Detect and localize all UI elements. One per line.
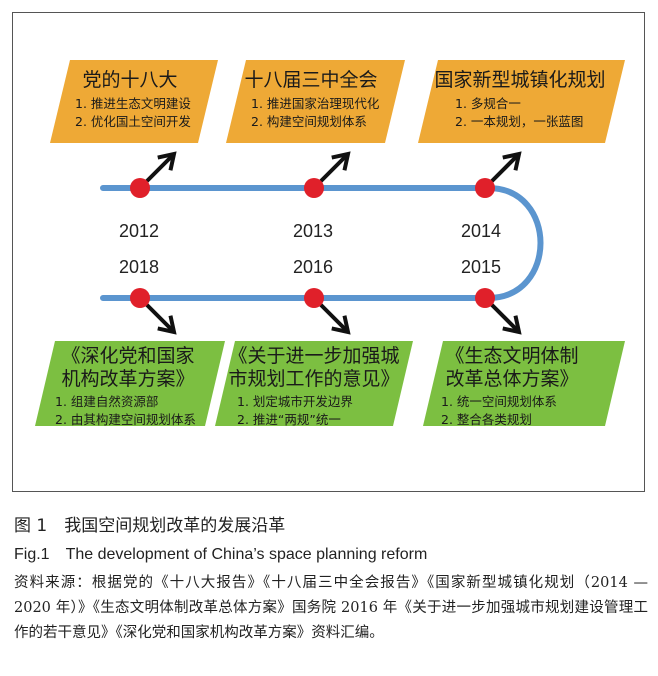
year-2015: 2015 xyxy=(461,257,502,277)
source-note: 资料来源：根据党的《十八大报告》《十八届三中全会报告》《国家新型城镇化规划（20… xyxy=(14,575,648,641)
arrow-down-1-shaft xyxy=(140,298,176,334)
figure-caption-en: Fig.1 The development of China’s space p… xyxy=(14,546,428,563)
year-2013: 2013 xyxy=(293,221,334,241)
year-2016: 2016 xyxy=(293,257,334,277)
top-box-3: 国家新型城镇化规划 1. 多规合一 2. 一本规划，一张蓝图 xyxy=(425,69,615,131)
arrow-up-1-shaft xyxy=(140,152,176,188)
bottom-box-2-item-2: 2. 推进“两规”统一 xyxy=(237,412,341,427)
bottom-box-1-title-line-1: 《深化党和国家 xyxy=(61,345,195,367)
bottom-box-3-title-line-1: 《生态文明体制 xyxy=(445,345,579,367)
top-box-2-item-2: 2. 构建空间规划体系 xyxy=(251,114,367,129)
bottom-box-1-item-2: 2. 由其构建空间规划体系 xyxy=(55,412,196,427)
bottom-box-2-item-1: 1. 划定城市开发边界 xyxy=(237,394,353,409)
top-box-2-item-1: 1. 推进国家治理现代化 xyxy=(251,96,380,111)
timeline-node-top-2 xyxy=(304,178,324,198)
top-box-3-item-2: 2. 一本规划，一张蓝图 xyxy=(455,114,584,129)
bottom-box-2: 《关于进一步加强城 市规划工作的意见》 1. 划定城市开发边界 2. 推进“两规… xyxy=(225,345,403,429)
arrow-down-2-head xyxy=(331,315,351,335)
arrow-up-2-head xyxy=(331,151,351,171)
bottom-box-3-item-2: 2. 整合各类规划 xyxy=(441,412,532,427)
top-box-1-item-2: 2. 优化国土空间开发 xyxy=(75,114,191,129)
timeline-diagram xyxy=(35,60,625,426)
year-2012: 2012 xyxy=(119,221,160,241)
timeline-node-bottom-1 xyxy=(130,288,150,308)
top-box-1-item-1: 1. 推进生态文明建设 xyxy=(75,96,191,111)
top-box-3-item-1: 1. 多规合一 xyxy=(455,96,521,111)
top-box-1-title: 党的十八大 xyxy=(82,69,178,91)
bottom-box-2-title-line-1: 《关于进一步加强城 xyxy=(228,345,400,367)
timeline-node-bottom-3 xyxy=(475,288,495,308)
figure-caption-cn: 图 1 我国空间规划改革的发展沿革 xyxy=(14,516,286,536)
bottom-box-1: 《深化党和国家 机构改革方案》 1. 组建自然资源部 2. 由其构建空间规划体系 xyxy=(43,345,213,429)
arrow-up-2-shaft xyxy=(314,152,350,188)
top-box-1: 党的十八大 1. 推进生态文明建设 2. 优化国土空间开发 xyxy=(55,69,205,131)
arrow-down-1-head xyxy=(157,315,177,335)
top-box-2-shape xyxy=(226,60,405,143)
arrow-down-3-shaft xyxy=(485,298,521,334)
top-box-2: 十八届三中全会 1. 推进国家治理现代化 2. 构建空间规划体系 xyxy=(231,69,391,131)
bottom-box-1-item-1: 1. 组建自然资源部 xyxy=(55,394,159,409)
year-2014: 2014 xyxy=(461,221,502,241)
bottom-box-3-title-line-2: 改革总体方案》 xyxy=(445,368,579,390)
bottom-box-1-title-line-2: 机构改革方案》 xyxy=(61,368,195,390)
top-box-2-title: 十八届三中全会 xyxy=(244,69,378,91)
bottom-box-2-title-line-2: 市规划工作的意见》 xyxy=(228,368,400,390)
timeline-node-bottom-2 xyxy=(304,288,324,308)
arrow-down-2-shaft xyxy=(314,298,350,334)
timeline-line xyxy=(100,185,544,301)
bottom-box-3-shape xyxy=(423,341,625,426)
timeline-node-top-1 xyxy=(130,178,150,198)
arrow-down-3-head xyxy=(502,315,522,335)
arrow-up-1-head xyxy=(157,151,177,171)
bottom-box-2-shape xyxy=(215,341,413,426)
bottom-box-3-item-1: 1. 统一空间规划体系 xyxy=(441,394,557,409)
top-box-3-title: 国家新型城镇化规划 xyxy=(434,69,606,91)
arrow-up-3-shaft xyxy=(485,152,521,188)
diagram-frame: 党的十八大 1. 推进生态文明建设 2. 优化国土空间开发 十八届三中全会 1.… xyxy=(12,12,645,492)
top-box-3-shape xyxy=(418,60,625,143)
timeline-node-top-3 xyxy=(475,178,495,198)
year-2018: 2018 xyxy=(119,257,160,277)
top-box-1-shape xyxy=(50,60,218,143)
bottom-box-3: 《生态文明体制 改革总体方案》 1. 统一空间规划体系 2. 整合各类规划 xyxy=(429,345,595,429)
arrow-up-3-head xyxy=(502,151,522,171)
bottom-box-1-shape xyxy=(35,341,225,426)
